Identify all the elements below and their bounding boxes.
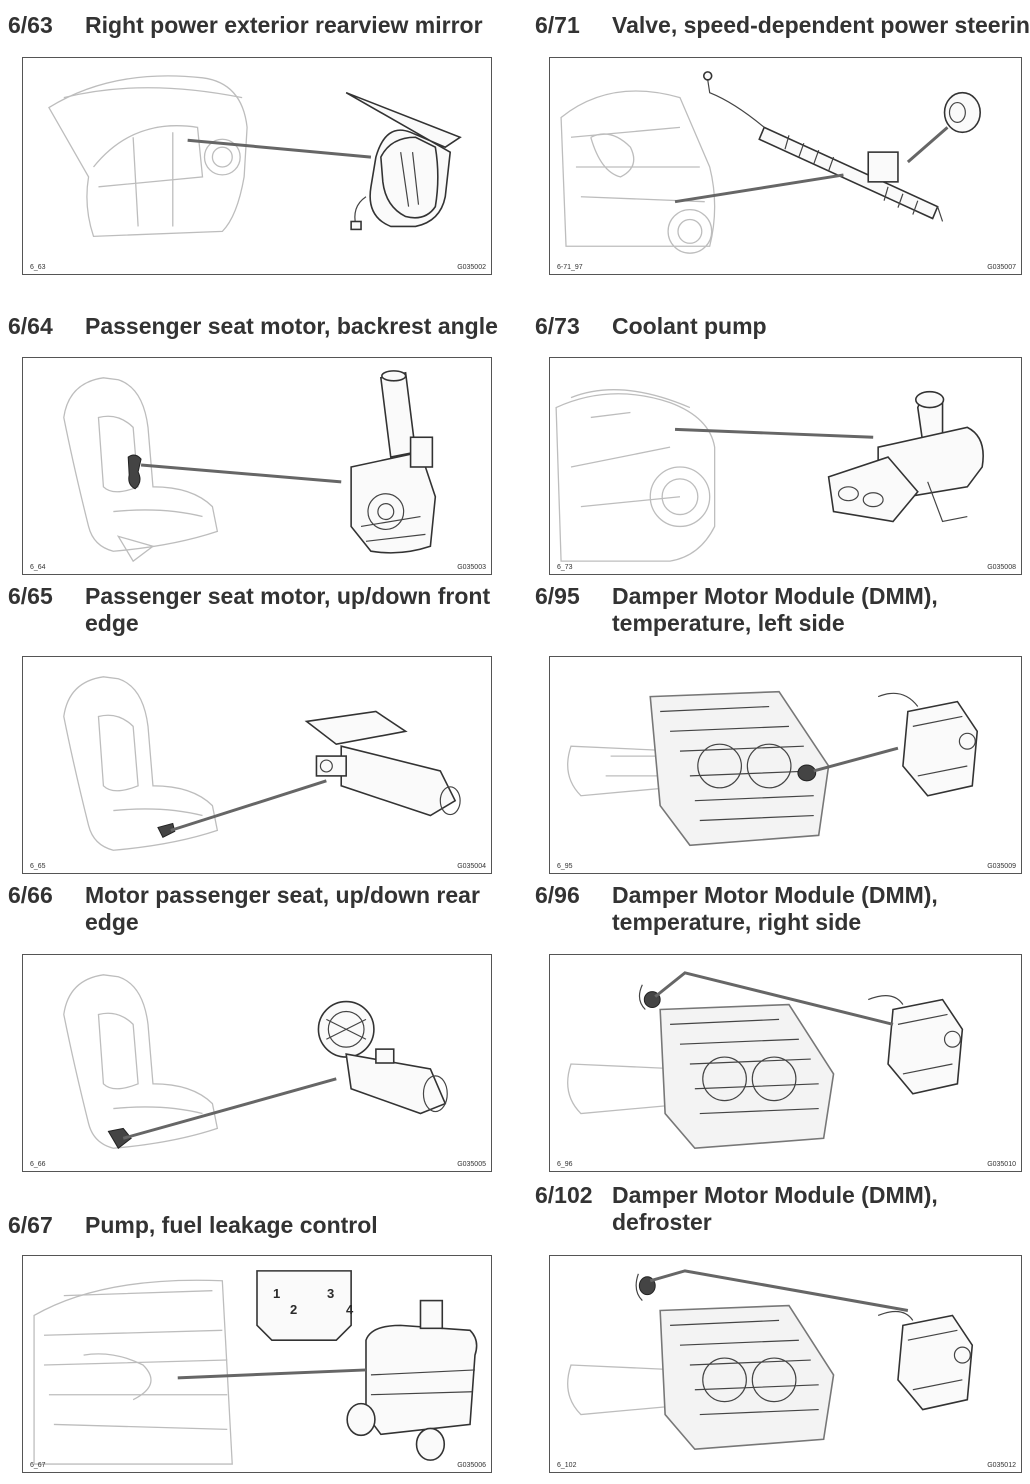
figure-ref-right: G035006 (457, 1462, 486, 1469)
figure-6-96: 6_96 G035010 (549, 954, 1022, 1172)
figure-6-67: 1 2 3 4 6_67 G035006 (22, 1255, 492, 1473)
entry-title: Coolant pump (612, 313, 767, 339)
entry-title: Motor passenger seat, up/down rear edge (85, 882, 480, 935)
connector-pin: 3 (327, 1286, 335, 1301)
figure-ref-left: 6_63 (30, 264, 46, 271)
damper-motor-icon (567, 971, 964, 1150)
entry-title: Damper Motor Module (DMM), defroster (612, 1182, 938, 1235)
entry-title: Right power exterior rearview mirror (85, 12, 483, 38)
connector-pin: 1 (273, 1286, 281, 1301)
entry-number: 6/96 (535, 882, 580, 908)
mirror-icon (48, 75, 462, 238)
figure-ref-right: G035007 (987, 264, 1016, 271)
entry-number: 6/73 (535, 313, 580, 339)
figure-ref-left: 6_102 (557, 1462, 577, 1469)
seat-motor-icon (63, 370, 437, 563)
entry-number: 6/65 (8, 583, 53, 609)
figure-6-71: 6-71_97 G035007 (549, 57, 1022, 275)
damper-motor-icon (567, 1269, 974, 1451)
coolant-pump-icon (555, 389, 984, 562)
figure-ref-left: 6_73 (557, 564, 573, 571)
entry-title: Pump, fuel leakage control (85, 1212, 378, 1238)
fuel-pump-icon (33, 1270, 478, 1465)
entry-title: Damper Motor Module (DMM), temperature, … (612, 583, 938, 636)
figure-ref-right: G035005 (457, 1161, 486, 1168)
entry-number: 6/66 (8, 882, 53, 908)
figure-ref-left: 6_67 (30, 1462, 46, 1469)
connector-pin: 2 (290, 1302, 298, 1317)
figure-ref-left: 6-71_97 (557, 264, 583, 271)
figure-6-102: 6_102 G035012 (549, 1255, 1022, 1473)
damper-motor-icon (567, 690, 979, 847)
figure-6-95: 6_95 G035009 (549, 656, 1022, 874)
entry-number: 6/71 (535, 12, 580, 38)
figure-6-73: 6_73 G035008 (549, 357, 1022, 575)
steering-valve-icon (560, 71, 981, 254)
figure-ref-right: G035012 (987, 1462, 1016, 1469)
seat-motor-icon (63, 676, 461, 851)
figure-ref-right: G035009 (987, 863, 1016, 870)
figure-6-64: 6_64 G035003 (22, 357, 492, 575)
seat-motor-icon (63, 974, 448, 1149)
figure-ref-right: G035004 (457, 863, 486, 870)
figure-ref-left: 6_66 (30, 1161, 46, 1168)
figure-6-66: 6_66 G035005 (22, 954, 492, 1172)
figure-ref-left: 6_96 (557, 1161, 573, 1168)
connector-pin: 4 (346, 1302, 354, 1317)
entry-title: Passenger seat motor, backrest angle (85, 313, 498, 339)
figure-6-65: 6_65 G035004 (22, 656, 492, 874)
entry-number: 6/95 (535, 583, 580, 609)
entry-number: 6/63 (8, 12, 53, 38)
entry-title: Valve, speed-dependent power steering (612, 12, 1030, 38)
entry-number: 6/102 (535, 1182, 593, 1208)
entry-title: Damper Motor Module (DMM), temperature, … (612, 882, 938, 935)
figure-ref-right: G035003 (457, 564, 486, 571)
figure-ref-left: 6_95 (557, 863, 573, 870)
entry-number: 6/64 (8, 313, 53, 339)
figure-6-63: 6_63 G035002 (22, 57, 492, 275)
figure-ref-right: G035002 (457, 264, 486, 271)
entry-title: Passenger seat motor, up/down front edge (85, 583, 491, 636)
entry-number: 6/67 (8, 1212, 53, 1238)
figure-ref-right: G035008 (987, 564, 1016, 571)
figure-ref-right: G035010 (987, 1161, 1016, 1168)
figure-ref-left: 6_65 (30, 863, 46, 870)
figure-ref-left: 6_64 (30, 564, 46, 571)
